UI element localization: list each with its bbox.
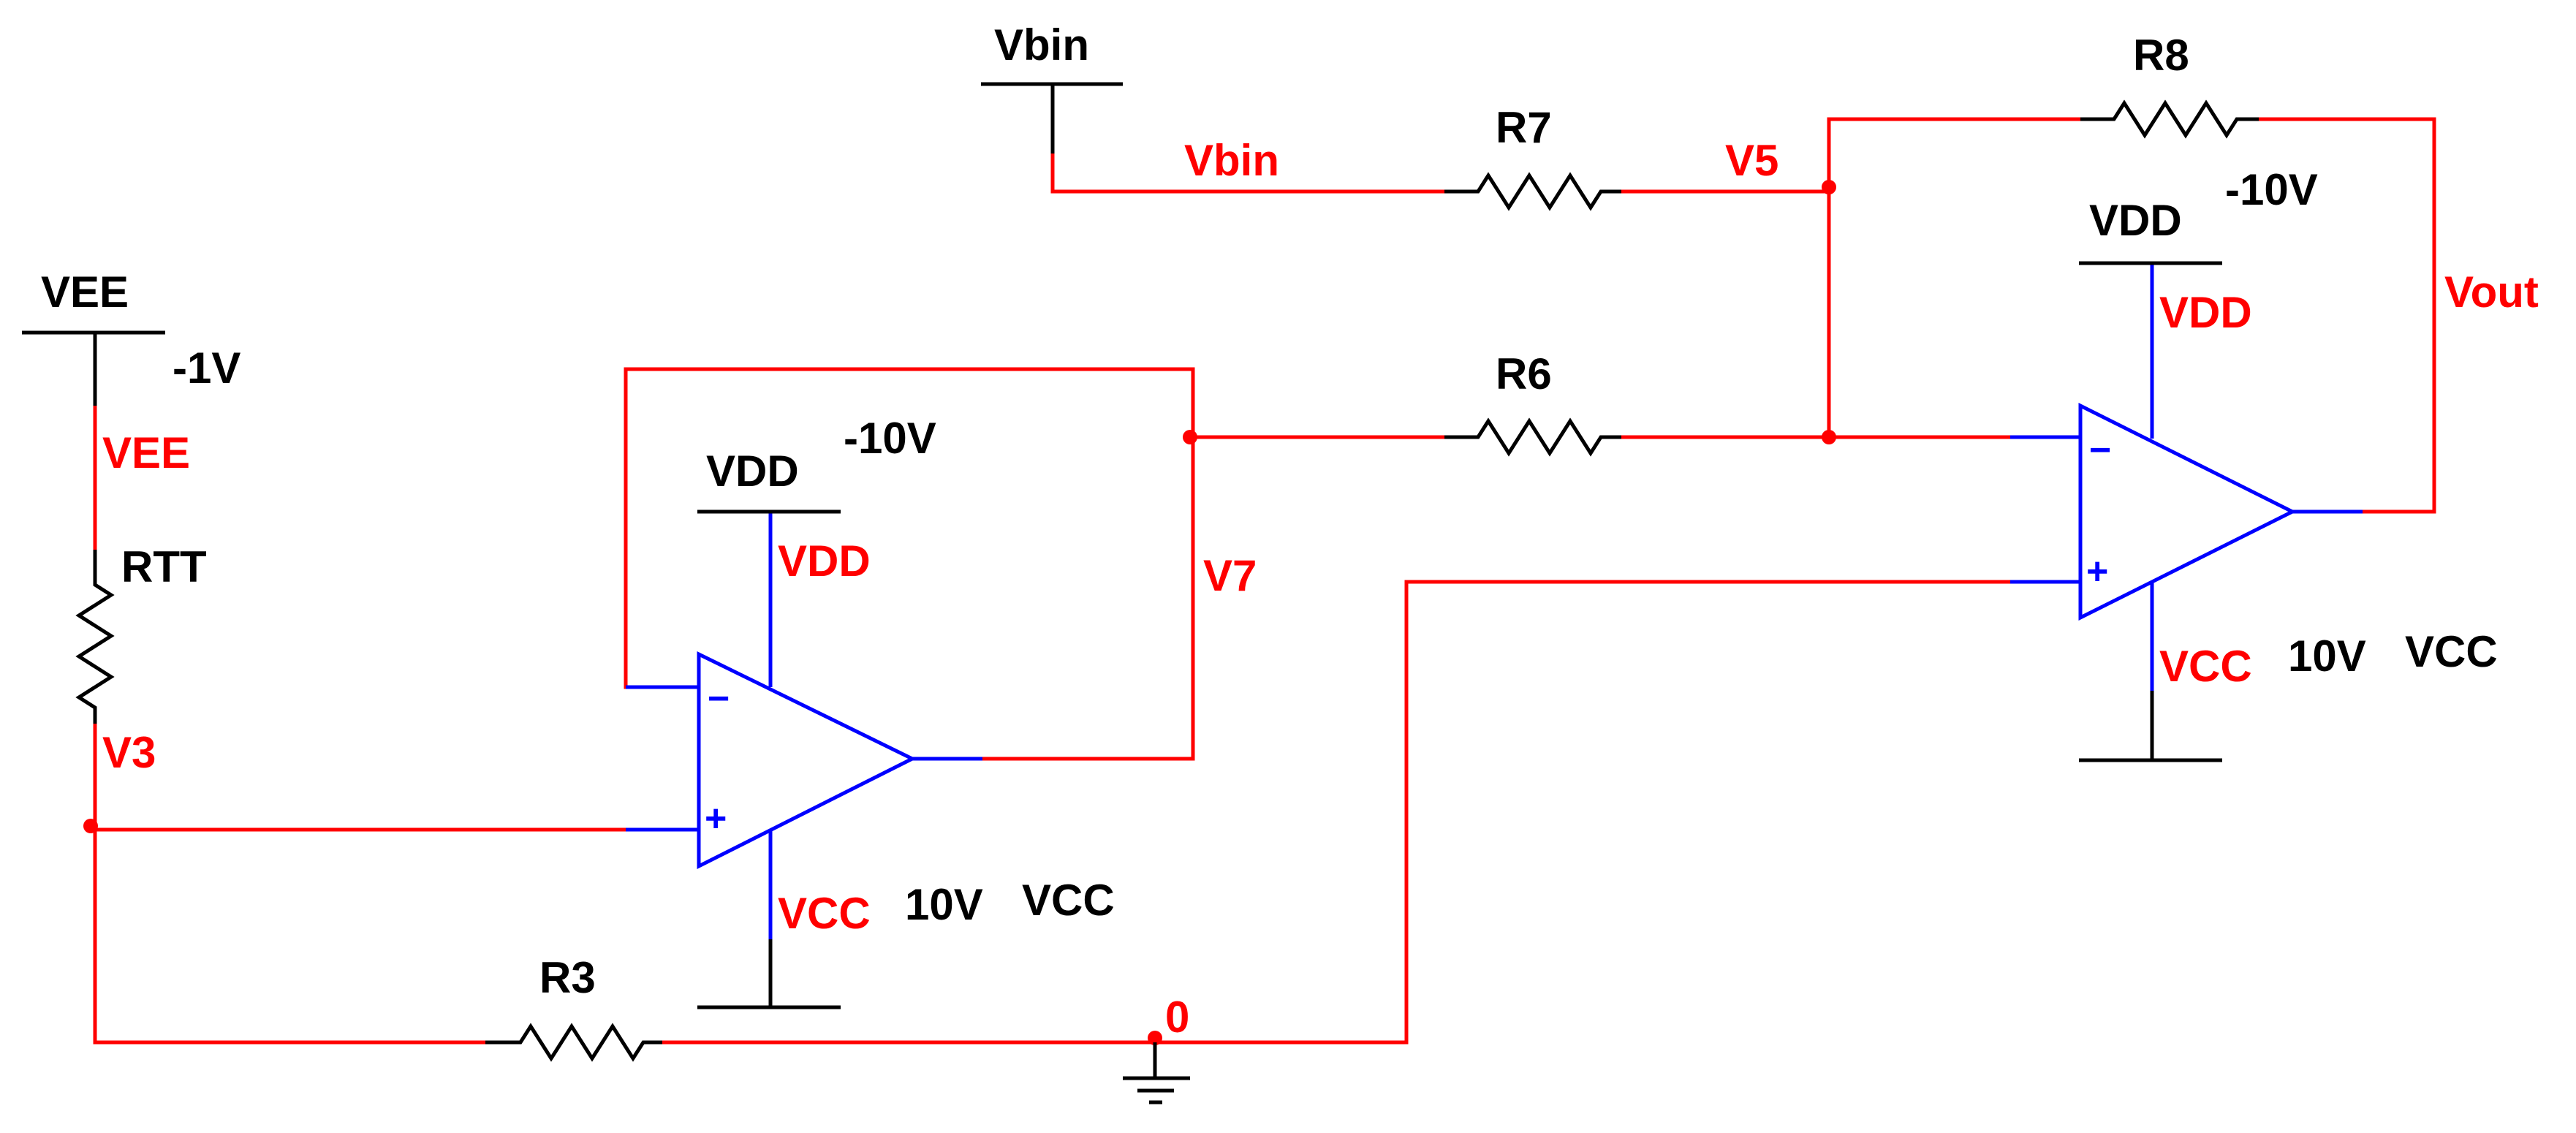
wire-vbin (1050, 151, 1447, 194)
resistor-r8 (2080, 99, 2259, 139)
vee-source-label: VEE (41, 268, 129, 317)
r6-label: R6 (1496, 349, 1552, 398)
vdd1-value-label: -10V (844, 414, 936, 463)
wires (88, 117, 2436, 1045)
component-labels: Vbin VEE -1V VDD -10V 10V VCC VDD -10V 1… (41, 20, 2498, 1002)
opamp-2-body (2078, 402, 2297, 621)
r7-label: R7 (1496, 103, 1552, 152)
wire-v7 (624, 367, 1195, 761)
r3-label: R3 (539, 953, 596, 1002)
junction-ground (1148, 1031, 1162, 1045)
resistor-r3 (485, 1023, 662, 1062)
net-vout-label: Vout (2444, 268, 2539, 317)
wire-gnd-opamp2 (1153, 580, 2012, 1045)
junctions (83, 180, 1836, 1045)
r8-label: R8 (2133, 31, 2189, 80)
net-ground-label: 0 (1165, 993, 1189, 1042)
vbin-source-label: Vbin (994, 20, 1089, 69)
vcc1-value-label: 10V (905, 880, 983, 929)
rtt-label: RTT (121, 542, 207, 591)
wire-v5-vertical (1827, 117, 2083, 439)
resistors (75, 99, 2259, 1062)
opamp-2: − + (2010, 263, 2363, 691)
opamp-1: − + (626, 512, 982, 939)
net-vcc1-label: VCC (778, 889, 871, 938)
net-v3-label: V3 (102, 728, 156, 777)
junction-v7 (1183, 430, 1197, 444)
vdd1-source-label: VDD (706, 447, 799, 496)
opamp-1-body (697, 651, 917, 870)
resistor-r7 (1444, 172, 1621, 211)
net-labels: Vbin V5 Vout VDD VCC V7 VDD VCC VEE V3 0 (102, 136, 2539, 1042)
opamp-2-minus-sign: − (2089, 429, 2111, 471)
net-v7-label: V7 (1203, 551, 1257, 600)
net-vdd1-label: VDD (778, 537, 871, 586)
junction-v3 (83, 819, 98, 833)
net-vee-label: VEE (102, 428, 190, 477)
net-vdd2-label: VDD (2159, 288, 2252, 337)
resistor-rtt (75, 550, 115, 724)
wire-vout (2257, 117, 2436, 514)
opamp-1-minus-sign: − (708, 678, 730, 720)
opamp-1-plus-sign: + (705, 797, 727, 840)
vcc2-source-label: VCC (2405, 627, 2498, 676)
opamp-2-plus-sign: + (2086, 550, 2108, 593)
vdd2-source-label: VDD (2089, 196, 2182, 245)
supply-symbols (22, 82, 2222, 1104)
vee-value-label: -1V (173, 344, 240, 393)
vdd2-value-label: -10V (2225, 165, 2318, 214)
net-v5-label: V5 (1725, 136, 1778, 185)
net-vbin-label: Vbin (1184, 136, 1279, 185)
net-vcc2-label: VCC (2159, 642, 2252, 691)
junction-v5 (1822, 180, 1836, 194)
junction-r6 (1822, 430, 1836, 444)
vcc1-source-label: VCC (1022, 876, 1115, 925)
resistor-r6 (1444, 417, 1621, 457)
vcc2-value-label: 10V (2288, 632, 2366, 681)
